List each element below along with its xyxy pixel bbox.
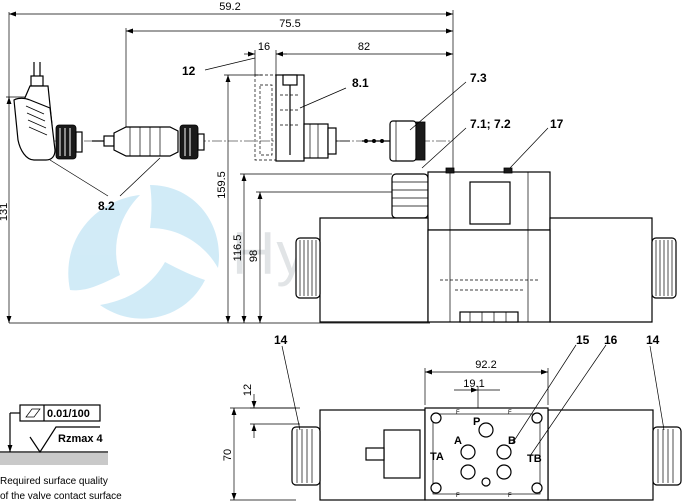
port-a: A (454, 435, 462, 447)
valve-side-view (295, 167, 677, 323)
port-tb: TB (527, 453, 542, 465)
callout-7-3: 7.3 (470, 71, 487, 85)
port-labels: P A B TA TB F F F F (430, 410, 542, 499)
flatness-icon (25, 408, 41, 418)
roughness-icon (29, 426, 100, 454)
dim-98: 98 (248, 250, 260, 262)
flatness-value: 0.01/100 (47, 408, 90, 420)
bottom-dimensions: 92.2 19.1 12 70 (222, 359, 549, 501)
dim-116-5: 116.5 (232, 235, 244, 262)
dim-16: 16 (258, 41, 270, 53)
callout-15: 15 (576, 333, 590, 347)
dim-82: 82 (358, 41, 370, 53)
angled-plug-connector (13, 62, 83, 161)
port-ta: TA (430, 451, 444, 463)
surface-caption-line-2: of the valve contact surface (0, 491, 122, 502)
dim-159-5: 159.5 (216, 171, 228, 199)
cap-7-3 (362, 120, 426, 162)
callout-7-1-7-2: 7.1; 7.2 (470, 117, 511, 131)
top-dimensions: 59.2 75.5 16 82 (8, 1, 454, 183)
valve-bottom-view (291, 407, 682, 501)
dim-59-2: 59.2 (219, 1, 240, 13)
plug-8-1 (275, 74, 350, 162)
callout-8-2: 8.2 (98, 199, 115, 213)
plug-outline-hidden (254, 74, 277, 161)
port-b: B (508, 435, 516, 447)
cable-plug (92, 124, 205, 160)
dim-75-5: 75.5 (279, 18, 300, 30)
callout-16: 16 (604, 333, 618, 347)
surface-caption-line-1: Required surface quality (0, 476, 108, 487)
callout-14-right: 14 (646, 333, 660, 347)
dim-131: 131 (0, 203, 10, 221)
callout-17: 17 (550, 117, 564, 131)
port-f-2: F (508, 410, 512, 416)
callout-8-1: 8.1 (352, 76, 369, 90)
port-f-3: F (456, 493, 460, 499)
dim-12: 12 (242, 384, 254, 396)
vertical-dimensions: 131 159.5 116.5 98 (0, 74, 430, 324)
dim-70: 70 (222, 449, 234, 461)
callout-12: 12 (182, 64, 196, 78)
callouts-top: 12 8.1 7.3 7.1; 7.2 17 8.2 (49, 57, 564, 213)
callouts-bottom: 14 15 16 14 (274, 333, 665, 457)
dim-19-1: 19.1 (463, 378, 484, 390)
port-f-4: F (508, 493, 512, 499)
port-f-1: F (456, 410, 460, 416)
surface-quality-symbol: 0.01/100 Rzmax 4 Required surface qualit… (0, 404, 122, 502)
callout-14-left: 14 (274, 333, 288, 347)
port-p: P (473, 416, 480, 428)
watermark-logo-icon (68, 185, 220, 319)
dim-92-2: 92.2 (475, 359, 496, 371)
roughness-value: Rzmax 4 (58, 433, 104, 445)
